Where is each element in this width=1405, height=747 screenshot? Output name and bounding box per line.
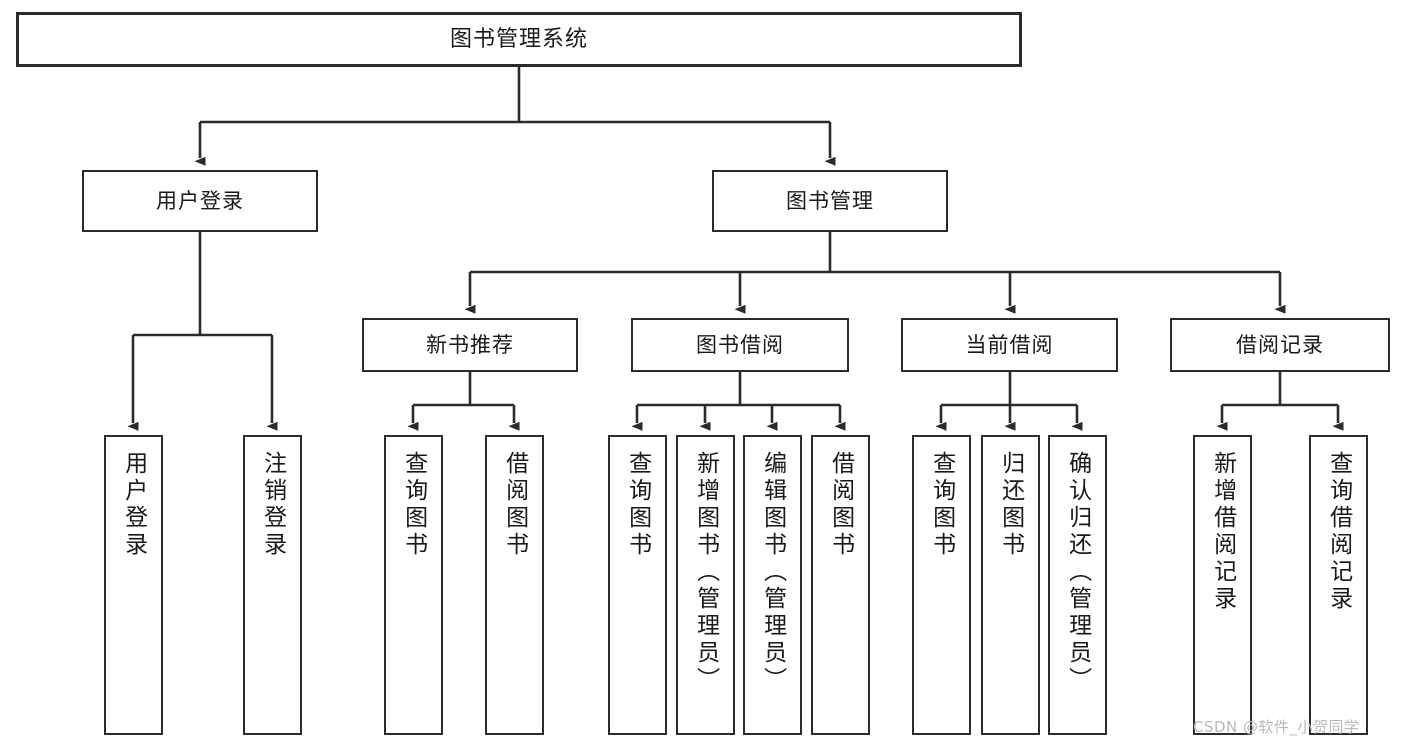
node-leaf-user-login[interactable]: 用户登录	[104, 435, 163, 735]
node-leaf-edit-book[interactable]: 编辑图书（管理员）	[743, 435, 802, 735]
node-leaf-user-login-label: 用户登录	[120, 451, 147, 559]
node-user-login-label: 用户登录	[156, 188, 244, 213]
node-leaf-confirm-return-label: 确认归还（管理员）	[1064, 451, 1091, 694]
node-leaf-query-book-3[interactable]: 查询图书	[912, 435, 971, 735]
node-current-borrow[interactable]: 当前借阅	[901, 318, 1118, 372]
node-borrow-record[interactable]: 借阅记录	[1170, 318, 1390, 372]
node-book-borrow-label: 图书借阅	[696, 332, 784, 357]
node-root[interactable]: 图书管理系统	[16, 12, 1022, 67]
node-leaf-borrow-book-2[interactable]: 借阅图书	[811, 435, 870, 735]
node-leaf-return-book-label: 归还图书	[997, 451, 1024, 559]
node-borrow-record-label: 借阅记录	[1236, 332, 1324, 357]
node-leaf-query-book-2-label: 查询图书	[624, 451, 651, 559]
node-book-manage[interactable]: 图书管理	[712, 170, 948, 232]
node-leaf-edit-book-label: 编辑图书（管理员）	[759, 451, 786, 694]
node-leaf-query-book-3-label: 查询图书	[928, 451, 955, 559]
node-current-borrow-label: 当前借阅	[965, 332, 1054, 357]
node-new-book-rec-label: 新书推荐	[426, 332, 514, 357]
node-leaf-add-book[interactable]: 新增图书（管理员）	[676, 435, 735, 735]
node-leaf-query-record-label: 查询借阅记录	[1325, 451, 1352, 613]
node-leaf-return-book[interactable]: 归还图书	[981, 435, 1040, 735]
node-leaf-query-book-2[interactable]: 查询图书	[608, 435, 667, 735]
node-leaf-add-book-label: 新增图书（管理员）	[692, 451, 719, 694]
node-leaf-borrow-book-1[interactable]: 借阅图书	[485, 435, 544, 735]
node-leaf-borrow-book-1-label: 借阅图书	[501, 451, 528, 559]
node-leaf-query-book-1-label: 查询图书	[400, 451, 427, 559]
node-user-login[interactable]: 用户登录	[82, 170, 318, 232]
node-leaf-query-record[interactable]: 查询借阅记录	[1309, 435, 1368, 735]
node-leaf-confirm-return[interactable]: 确认归还（管理员）	[1048, 435, 1107, 735]
node-leaf-logout[interactable]: 注销登录	[243, 435, 302, 735]
node-leaf-logout-label: 注销登录	[259, 451, 286, 559]
node-new-book-rec[interactable]: 新书推荐	[362, 318, 578, 372]
node-leaf-add-record-label: 新增借阅记录	[1209, 451, 1236, 613]
node-root-label: 图书管理系统	[449, 26, 588, 52]
node-book-manage-label: 图书管理	[786, 188, 874, 213]
node-leaf-add-record[interactable]: 新增借阅记录	[1193, 435, 1252, 735]
node-leaf-query-book-1[interactable]: 查询图书	[384, 435, 443, 735]
node-leaf-borrow-book-2-label: 借阅图书	[827, 451, 854, 559]
node-book-borrow[interactable]: 图书借阅	[631, 318, 849, 372]
